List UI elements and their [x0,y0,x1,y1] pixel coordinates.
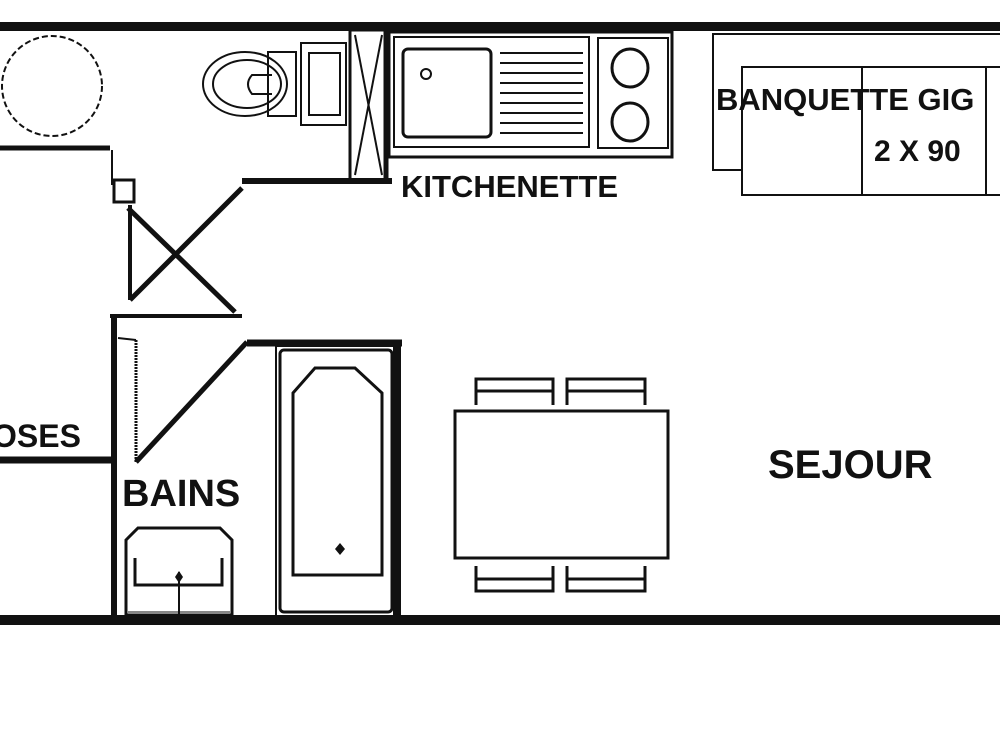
bottom-wall [0,615,1000,625]
room-label-banquette: BANQUETTE GIG [716,82,974,117]
chair-icon [474,566,555,593]
room-label-closets: OSES [0,418,81,454]
dining-table-icon [453,377,670,593]
closet-door-icon [348,28,389,182]
washbasin-icon [124,526,234,617]
room-label-kitchenette: KITCHENETTE [401,169,618,204]
chair-icon [565,377,647,405]
chair-icon [474,377,555,405]
drainer-lines [500,52,583,134]
round-fixture-icon [1,35,103,137]
sofa-bed-icon [712,33,1000,196]
bathroom-door-swing [117,337,249,464]
chair-icon [565,566,647,593]
bathtub-icon [275,343,401,620]
top-wall [0,22,1000,31]
cistern-icon [300,42,347,126]
toilet-icon [202,51,297,117]
kitchen-counter [387,30,674,159]
banquette-size-label: 2 X 90 [874,135,961,168]
room-label-living: SEJOUR [768,443,933,487]
sink-icon [393,36,590,148]
entry-door-swing [111,150,244,314]
stove-icon [597,37,669,149]
room-label-bathroom: BAINS [122,473,240,515]
